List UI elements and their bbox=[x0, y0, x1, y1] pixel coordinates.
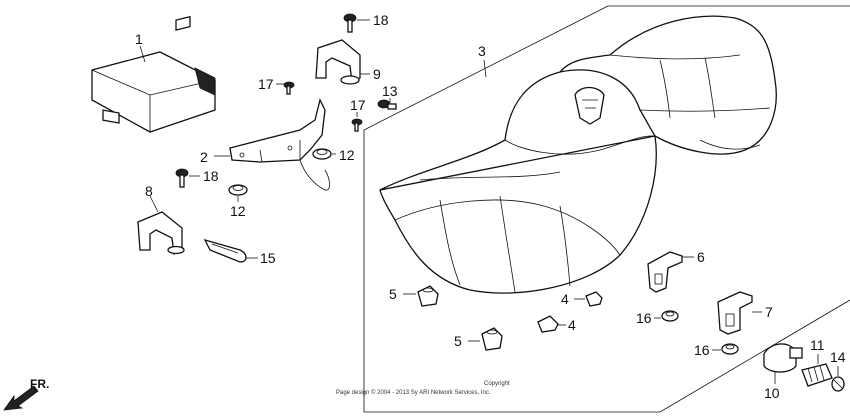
screw-part-14 bbox=[831, 376, 845, 392]
seat-emblem-icon bbox=[574, 86, 605, 125]
nut-part-4a bbox=[585, 291, 603, 307]
seat-panel-outline bbox=[363, 5, 850, 413]
nut-part-4b bbox=[537, 315, 559, 333]
callout-5a: 5 bbox=[389, 286, 397, 302]
seat-part bbox=[379, 15, 777, 294]
callout-16b: 16 bbox=[694, 342, 710, 358]
front-direction-label: FR. bbox=[30, 377, 49, 391]
callout-9: 9 bbox=[373, 66, 381, 82]
callout-12b: 12 bbox=[230, 203, 246, 219]
callout-17a: 17 bbox=[258, 76, 274, 92]
callout-4b: 4 bbox=[568, 317, 576, 333]
callout-1: 1 bbox=[135, 31, 143, 47]
callout-14: 14 bbox=[830, 349, 846, 365]
strap-part-15 bbox=[203, 238, 247, 263]
bolt-part-13 bbox=[377, 99, 397, 110]
bolt-part-17b bbox=[351, 118, 363, 132]
grommet-part-12b bbox=[228, 184, 248, 196]
leader-1 bbox=[139, 45, 146, 63]
nut-part-5a bbox=[417, 285, 439, 307]
leader-8 bbox=[149, 195, 159, 213]
spring-part-11 bbox=[801, 363, 833, 387]
bolt-part-17a bbox=[283, 81, 295, 95]
callout-6: 6 bbox=[697, 249, 705, 265]
copyright-line-1: Copyright bbox=[484, 381, 510, 387]
bracket-part-7 bbox=[717, 291, 753, 335]
bolt-part-18b bbox=[175, 168, 189, 188]
bracket-part-6 bbox=[647, 251, 683, 293]
callout-13: 13 bbox=[382, 83, 398, 99]
callout-3: 3 bbox=[478, 43, 486, 59]
callout-4a: 4 bbox=[561, 291, 569, 307]
latch-part-10 bbox=[763, 343, 803, 373]
callout-17b: 17 bbox=[350, 97, 366, 113]
callout-15: 15 bbox=[260, 250, 276, 266]
callout-8: 8 bbox=[145, 183, 153, 199]
copyright-line-2: Page design © 2004 - 2013 Sy ARI Network… bbox=[336, 389, 491, 396]
callout-16a: 16 bbox=[636, 310, 652, 326]
callout-2: 2 bbox=[200, 149, 208, 165]
control-module-part bbox=[91, 15, 216, 133]
nut-part-5b bbox=[481, 327, 503, 351]
callout-11: 11 bbox=[810, 337, 825, 353]
bracket-part-8 bbox=[137, 211, 185, 255]
callout-7: 7 bbox=[765, 304, 773, 320]
callout-5b: 5 bbox=[454, 333, 462, 349]
front-direction-arrow-icon bbox=[3, 385, 39, 411]
callout-18a: 18 bbox=[373, 12, 389, 28]
bracket-part-2 bbox=[229, 98, 330, 191]
bolt-part-18a bbox=[343, 13, 357, 33]
callout-12a: 12 bbox=[339, 147, 355, 163]
callout-10: 10 bbox=[764, 385, 780, 401]
leader-3 bbox=[483, 59, 487, 78]
grommet-part-12a bbox=[312, 148, 332, 160]
nut-part-16b bbox=[721, 343, 739, 355]
callout-18b: 18 bbox=[203, 168, 219, 184]
nut-part-16a bbox=[661, 310, 679, 322]
bracket-part-9 bbox=[315, 39, 361, 85]
